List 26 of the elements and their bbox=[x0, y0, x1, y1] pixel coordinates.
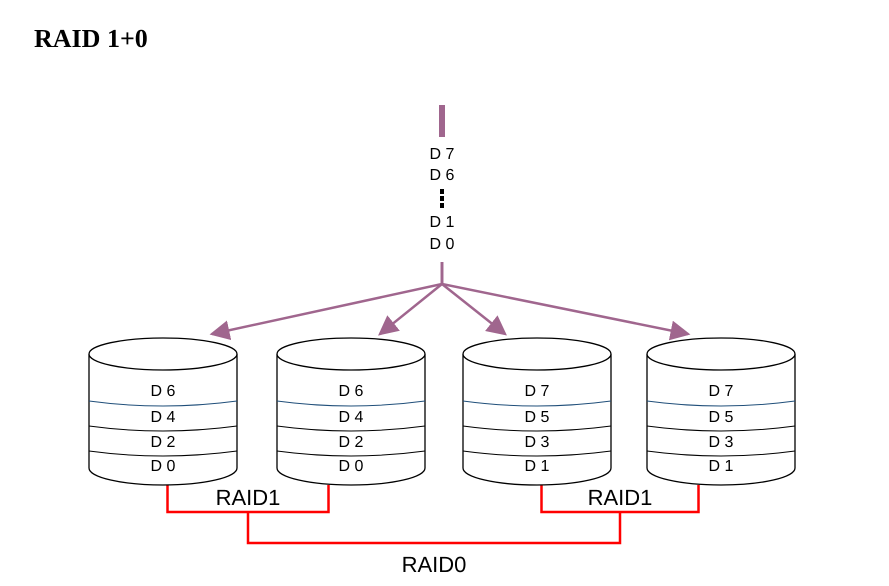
block-label: D 4 bbox=[150, 409, 176, 427]
arrow bbox=[440, 262, 690, 340]
block-label: D 2 bbox=[150, 434, 176, 452]
block-label: D 1 bbox=[524, 458, 550, 476]
block-label: D 6 bbox=[338, 383, 364, 401]
block-label: D 4 bbox=[338, 409, 364, 427]
block-label: D 5 bbox=[708, 409, 734, 427]
block-label: D 7 bbox=[430, 146, 454, 164]
block-label: D 1 bbox=[430, 214, 454, 232]
block-label: D 0 bbox=[338, 458, 364, 476]
block-label: D 5 bbox=[524, 409, 550, 427]
block-label: D 6 bbox=[430, 167, 454, 185]
block-label: D 6 bbox=[150, 383, 176, 401]
block-label: D 0 bbox=[430, 236, 454, 254]
block-label: D 2 bbox=[338, 434, 364, 452]
block-label: D 3 bbox=[524, 434, 550, 452]
group-label: RAID0 bbox=[402, 554, 466, 576]
block-label: D 3 bbox=[708, 434, 734, 452]
block-label: D 7 bbox=[524, 383, 550, 401]
block-label: D 1 bbox=[708, 458, 734, 476]
block-label: D 7 bbox=[708, 383, 734, 401]
title: RAID 1+0 bbox=[34, 24, 148, 54]
connector-line bbox=[439, 105, 445, 137]
connector-line bbox=[166, 485, 330, 514]
connector-line bbox=[540, 485, 700, 514]
block-label: D 0 bbox=[150, 458, 176, 476]
